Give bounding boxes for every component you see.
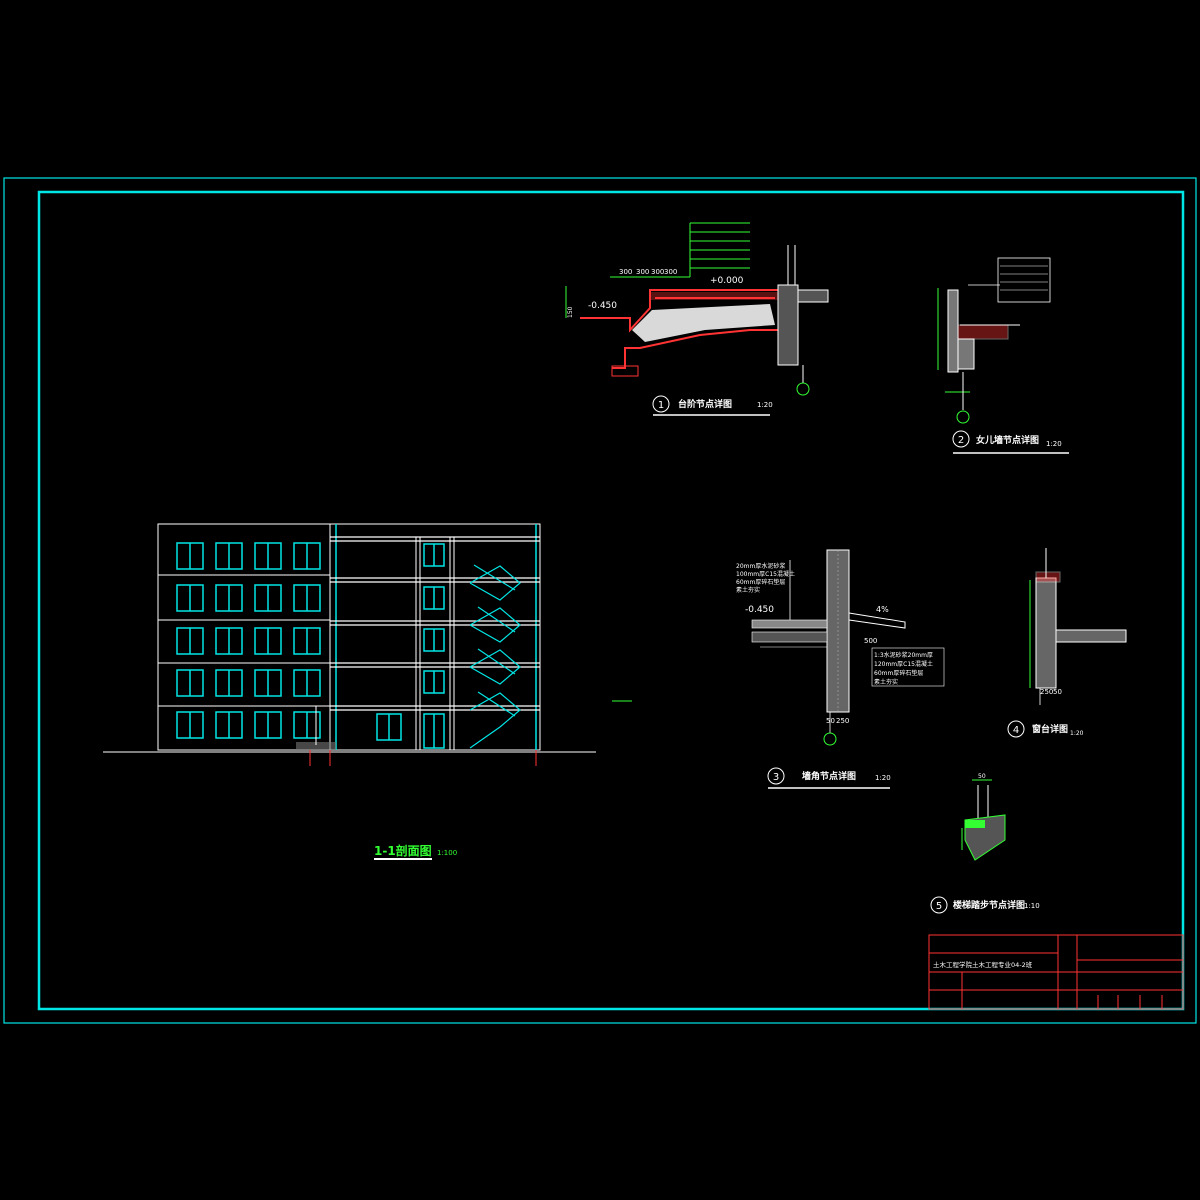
d4-num: 4 — [1013, 725, 1019, 736]
d1-elev-low: -0.450 — [588, 301, 617, 311]
d3-scale: 1:20 — [875, 774, 891, 782]
d2-num: 2 — [958, 435, 964, 446]
detail-3-wall-corner: 20mm厚水泥砂浆 100mm厚C15混凝土 60mm厚碎石垫层 素土夯实 -0… — [736, 549, 945, 789]
d3-num: 3 — [773, 772, 779, 783]
d1-num: 1 — [658, 400, 664, 411]
section-title-text: 1-1剖面图 — [374, 843, 432, 858]
d4-scale: 1:20 — [1070, 730, 1084, 737]
d3-note-right-3: 60mm厚碎石垫层 — [874, 669, 923, 677]
d4-dim-1: 250 — [1040, 688, 1053, 696]
d3-note-right-4: 素土夯实 — [874, 678, 898, 686]
d3-note-right-2: 120mm厚C15混凝土 — [874, 660, 933, 668]
d1-title: 台阶节点详图 — [678, 398, 732, 410]
d5-scale: 1:10 — [1024, 902, 1040, 910]
detail-2-parapet: 2 女儿墙节点详图 1:20 — [937, 257, 1069, 454]
d3-title: 墙角节点详图 — [802, 770, 856, 782]
d3-note-left-2: 100mm厚C15混凝土 — [736, 570, 795, 578]
section-scale: 1:100 — [437, 849, 457, 857]
d3-note-right-1: 1:3水泥砂浆20mm厚 — [874, 651, 933, 659]
detail-1-step: 300 300 300 300 +0.000 -0.450 150 1 台阶节点… — [565, 222, 829, 416]
d5-dim: 50 — [978, 773, 986, 780]
detail-4-window-sill: 250 50 4 窗台详图 1:20 — [1007, 548, 1127, 738]
d3-notes-right: 1:3水泥砂浆20mm厚 120mm厚C15混凝土 60mm厚碎石垫层 素土夯实 — [871, 647, 945, 687]
d1-height-dim: 150 — [567, 306, 574, 318]
section-title: 1-1剖面图 1:100 — [374, 843, 457, 860]
d1-elev-top: +0.000 — [710, 276, 744, 286]
d1-dim-3: 300 — [651, 268, 664, 276]
d1-scale: 1:20 — [757, 401, 773, 409]
d1-dim-2: 300 — [636, 268, 649, 276]
d5-title: 楼梯踏步节点详图 — [953, 899, 1025, 911]
d3-elev: -0.450 — [745, 605, 774, 615]
d3-width-dim: 500 — [864, 637, 877, 645]
d3-wall-dim-2: 250 — [836, 717, 849, 725]
d1-dim-4: 300 — [664, 268, 677, 276]
d5-num: 5 — [936, 901, 942, 912]
d4-dim-2: 50 — [1053, 688, 1062, 696]
d2-scale: 1:20 — [1046, 440, 1062, 448]
d3-notes-left: 20mm厚水泥砂浆 100mm厚C15混凝土 60mm厚碎石垫层 素土夯实 — [736, 562, 795, 594]
title-block-project: 土木工程学院土木工程专业04-2班 — [933, 960, 1033, 969]
d4-title: 窗台详图 — [1032, 723, 1068, 735]
inner-frame — [37, 190, 1185, 1011]
d3-note-left-1: 20mm厚水泥砂浆 — [736, 562, 785, 570]
title-block — [928, 934, 1184, 1010]
d3-note-left-3: 60mm厚碎石垫层 — [736, 578, 785, 586]
d1-dim-1: 300 — [619, 268, 632, 276]
detail-5-stair-step: 50 5 楼梯踏步节点详图 1:10 — [930, 773, 1040, 914]
d2-title: 女儿墙节点详图 — [976, 434, 1039, 446]
section-1-1 — [103, 523, 632, 766]
d3-wall-dim-1: 50 — [826, 717, 835, 725]
d3-note-left-4: 素土夯实 — [736, 586, 760, 594]
outer-frame — [3, 177, 1197, 1024]
d3-slope: 4% — [876, 605, 889, 614]
